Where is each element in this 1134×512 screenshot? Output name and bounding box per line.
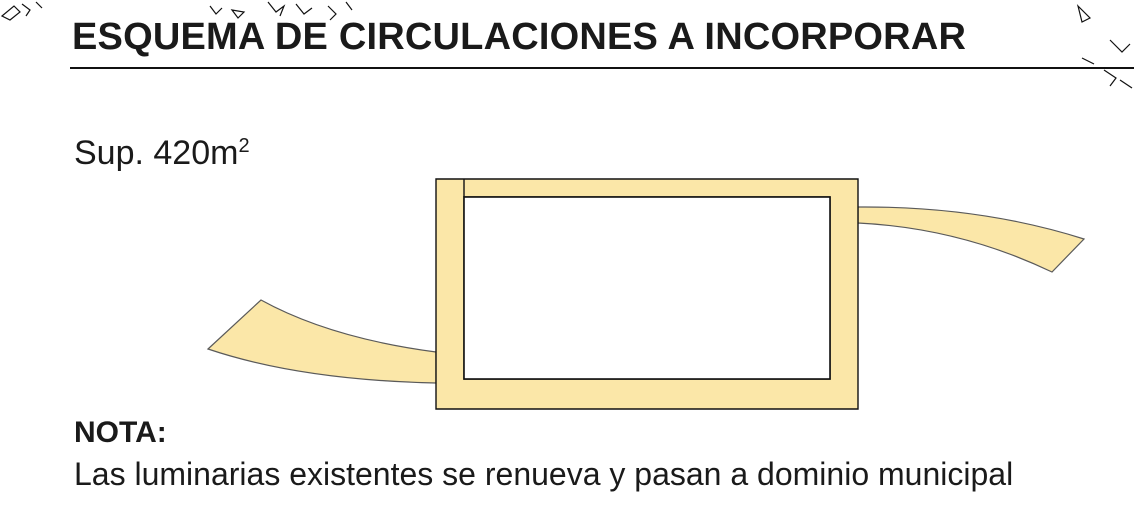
right-circulation-path bbox=[857, 206, 1086, 273]
surface-area-unit-exponent: 2 bbox=[238, 135, 250, 157]
diagram-title: ESQUEMA DE CIRCULACIONES A INCORPORAR bbox=[72, 16, 967, 58]
note-text: Las luminarias existentes se renueva y p… bbox=[74, 456, 1014, 492]
central-block bbox=[463, 196, 831, 380]
left-circulation-path bbox=[206, 299, 437, 384]
sketch-marks bbox=[0, 1, 1133, 89]
surface-area-text: Sup. 420m bbox=[74, 134, 239, 172]
title-underline bbox=[70, 67, 1134, 69]
note-heading: NOTA: bbox=[74, 416, 167, 449]
surface-area-label: Sup. 420m2 bbox=[74, 136, 250, 170]
